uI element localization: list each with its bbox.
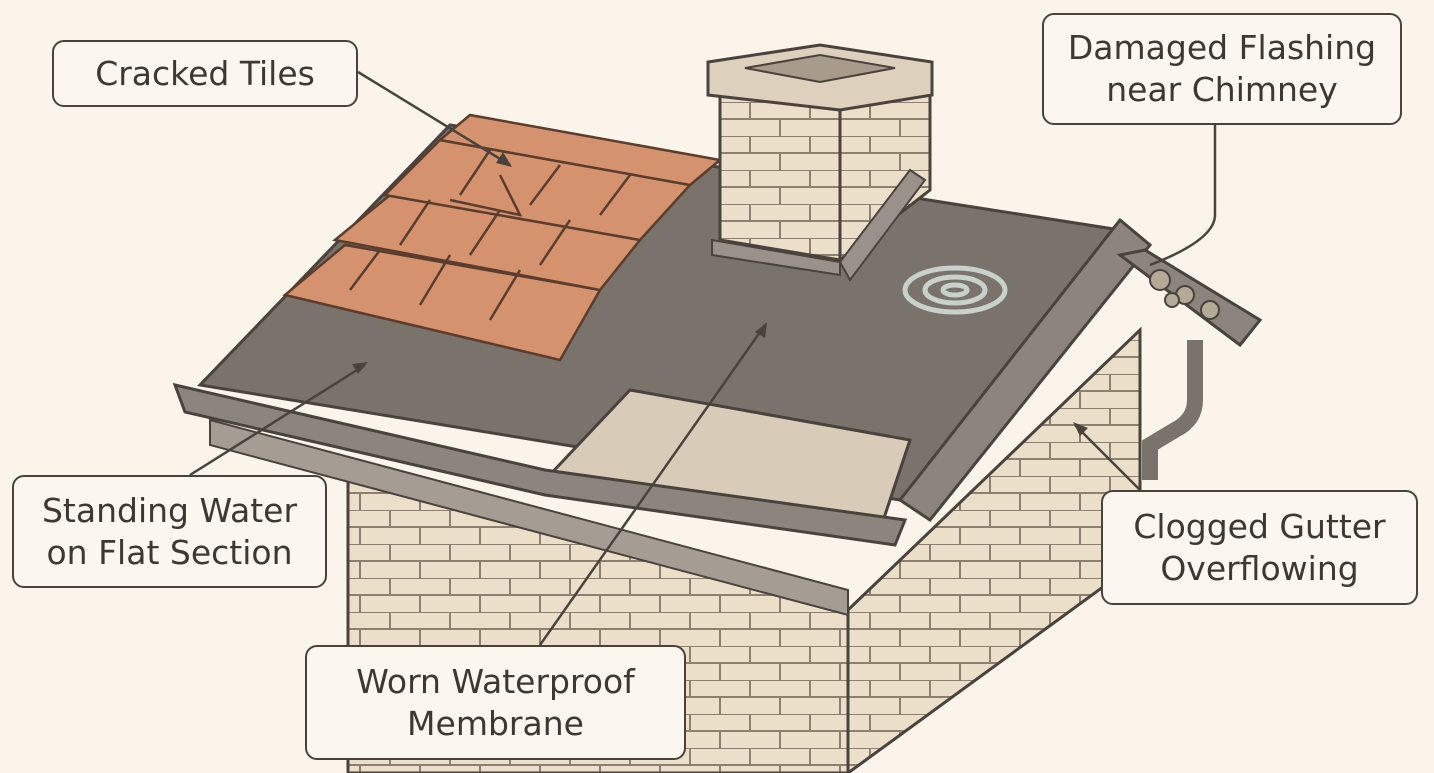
label-text: Clogged Gutter [1133,506,1386,546]
chimney [706,43,934,282]
label-text: Standing Water [41,490,298,530]
label-text: near Chimney [1106,70,1338,109]
label-damaged-flashing: Damaged Flashing near Chimney [1042,13,1402,125]
label-worn-membrane: Worn Waterproof Membrane [305,645,686,760]
gable-trim [897,217,1153,523]
label-text: Overflowing [1160,548,1359,588]
label-text: Membrane [407,703,584,743]
label-text: Worn Waterproof [356,661,635,701]
label-cracked-tiles: Cracked Tiles [52,40,358,107]
downspout [1142,340,1203,480]
gutter-debris [1149,269,1220,320]
fascia [209,418,849,617]
leader-lines [189,70,1217,646]
standing-water-puddle [902,265,1008,315]
label-text: on Flat Section [46,532,293,572]
front-gutter [172,382,908,547]
label-text: Damaged Flashing [1067,28,1377,67]
roof-tiles [282,113,723,362]
label-clogged-gutter: Clogged Gutter Overflowing [1101,490,1418,605]
label-text: Cracked Tiles [95,53,315,93]
arrowheads [352,152,1088,436]
label-standing-water: Standing Water on Flat Section [12,475,327,588]
